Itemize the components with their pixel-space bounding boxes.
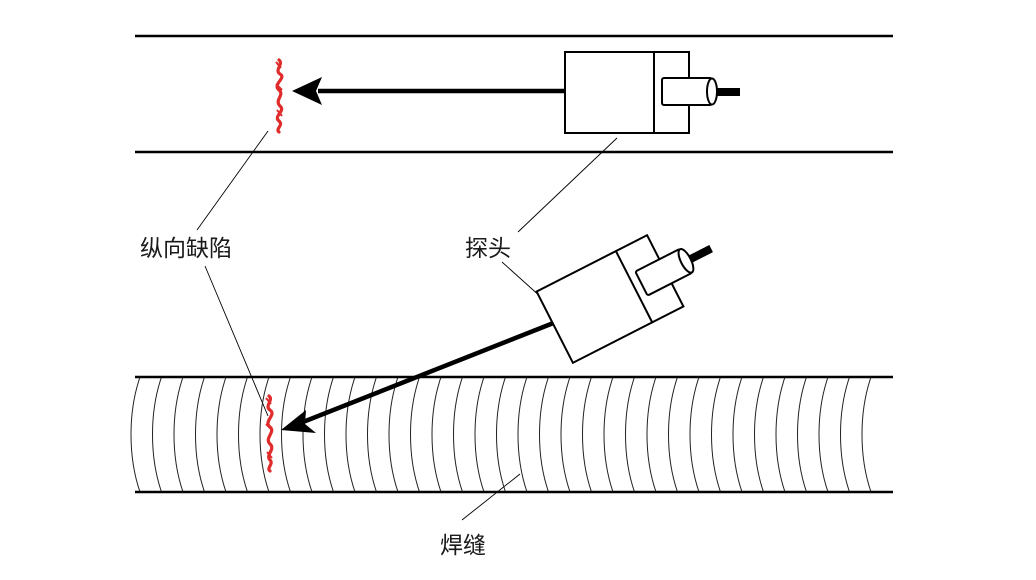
leader-weld [461,473,521,521]
top-view [135,34,893,154]
angled-beam-line [302,319,557,425]
angled-probe-divider [615,250,654,323]
label-longitudinal-defect: 纵向缺陷 [140,236,232,262]
angled-probe-body [535,233,685,365]
weld-ripple [517,376,528,493]
top-probe-connector-end [706,77,718,106]
weld-ripple [711,376,721,493]
weld-ripple [560,376,571,493]
top-probe-cable [716,88,740,96]
weld-longitudinal-defect [266,394,274,473]
weld-ripple [238,376,248,493]
angled-probe [535,233,713,365]
leader-probe-top [517,137,618,233]
weld-ripple [840,376,850,493]
label-weld: 焊缝 [440,533,486,559]
weld-ripple [453,376,463,493]
angled-probe-cable [687,245,713,264]
weld-ripple [302,376,313,493]
angled-beam-arrowhead [281,410,316,433]
weld-ripple [582,376,592,493]
weld-ripple [173,376,184,493]
top-longitudinal-defect [275,58,284,134]
weld-bead-ripples [130,376,872,493]
weld-ripple [388,376,399,493]
weld-ripple [754,376,764,493]
weld-ripple [797,376,807,493]
weld-ripple [625,376,635,493]
bottom-view [130,233,893,494]
weld-ripple [818,376,829,493]
top-probe-connector [661,77,713,106]
weld-ripple [216,376,227,493]
weld-ripple [496,376,506,493]
leader-probe-bottom [501,261,543,299]
leader-lines [196,130,618,521]
weld-ripple [646,376,657,493]
top-beam-arrowhead [292,77,322,105]
weld-ripple [861,376,872,493]
weld-ripple [259,376,270,493]
weld-ripple [324,376,334,493]
weld-ripple [345,376,356,493]
label-probe: 探头 [465,236,511,262]
weld-ripple [367,376,377,493]
top-defect-texture [275,61,283,117]
weld-ripple [668,376,678,493]
weld-ripple [152,376,162,493]
weld-ripple [603,376,614,493]
weld-ripple [732,376,743,493]
leader-defect-bottom [204,265,269,417]
weld-ripple [431,376,442,493]
weld-defect-texture [265,397,273,459]
weld-ripple [775,376,786,493]
weld-ripple [410,376,420,493]
weld-ripple [474,376,485,493]
weld-ripple [539,376,549,493]
weld-ripple [195,376,205,493]
leader-defect-top [196,130,269,231]
weld-ripple [130,376,141,493]
weld-ripple [281,376,291,493]
weld-ripple [689,376,700,493]
top-probe [564,51,740,134]
